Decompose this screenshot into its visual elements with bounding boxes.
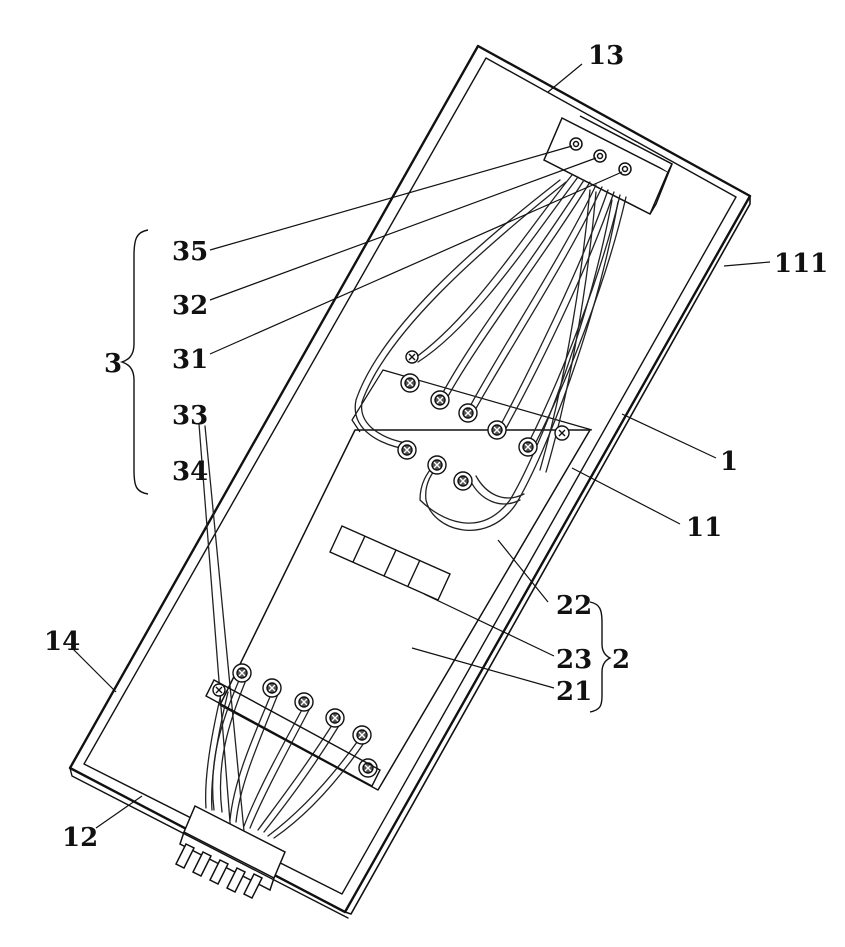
label-35: 35: [172, 237, 208, 267]
leader-111: [724, 262, 770, 266]
screw: [428, 456, 446, 474]
leader-21: [412, 648, 554, 688]
label-111: 111: [774, 249, 828, 279]
bracket-3: [122, 230, 148, 494]
label-3: 3: [104, 349, 122, 379]
label-2: 2: [612, 645, 630, 675]
reference-labels: 13 111 35 32 31 3 33 34 1 11 22 23 2 21 …: [44, 41, 828, 853]
label-11: 11: [686, 513, 722, 543]
screw: [431, 391, 449, 409]
label-13: 13: [588, 41, 624, 71]
leader-22: [498, 540, 548, 602]
leader-35: [210, 146, 572, 250]
label-33: 33: [172, 401, 208, 431]
label-14: 14: [44, 627, 80, 657]
component-block: [330, 526, 450, 600]
screw: [359, 759, 377, 777]
label-32: 32: [172, 291, 208, 321]
upper-wire-bundle: [355, 175, 626, 530]
screw: [519, 438, 537, 456]
pin: [176, 844, 194, 868]
screw: [326, 709, 344, 727]
screw: [295, 693, 313, 711]
screw: [459, 404, 477, 422]
leader-13: [548, 64, 582, 92]
screw: [488, 421, 506, 439]
label-23: 23: [556, 645, 592, 675]
top-connector: [544, 116, 672, 214]
screw: [401, 374, 419, 392]
label-31: 31: [172, 345, 208, 375]
pin: [193, 852, 211, 876]
bracket-2: [590, 602, 610, 712]
label-34: 34: [172, 457, 208, 487]
label-12: 12: [62, 823, 98, 853]
label-1: 1: [720, 447, 738, 477]
leader-11: [572, 468, 680, 524]
screw: [555, 426, 569, 440]
label-21: 21: [556, 677, 592, 707]
pin: [227, 868, 245, 892]
pin: [210, 860, 228, 884]
screw: [353, 726, 371, 744]
leader-23: [424, 594, 554, 656]
screw: [263, 679, 281, 697]
screw: [213, 684, 225, 696]
upper-screw-row: [398, 351, 569, 490]
leader-1: [622, 414, 716, 458]
label-22: 22: [556, 591, 592, 621]
screw: [454, 472, 472, 490]
screw: [233, 664, 251, 682]
leader-31: [210, 172, 622, 354]
screw: [398, 441, 416, 459]
lower-wire-bundle: [199, 424, 366, 852]
screw: [406, 351, 418, 363]
